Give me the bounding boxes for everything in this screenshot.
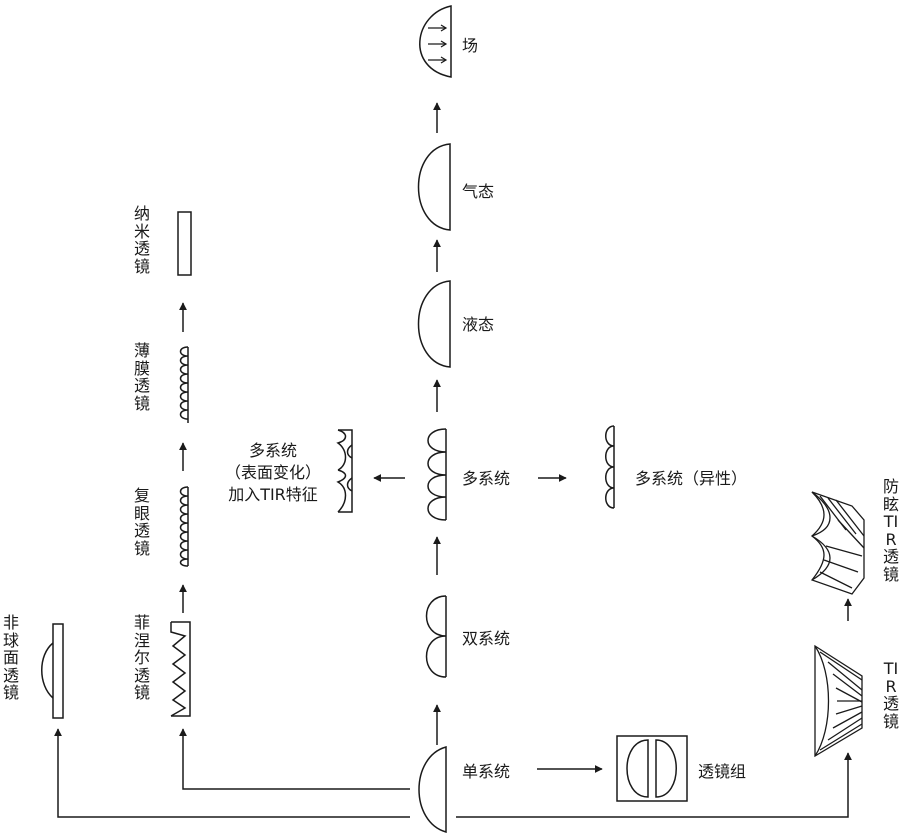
multi-system-surface-lens-shape: [336, 429, 353, 513]
gas-lens-shape: [417, 143, 451, 231]
thin-film-lens-shape: [179, 346, 189, 423]
tir-lens-label: TIR透镜: [882, 659, 899, 731]
multi-system-surface-label-line3: 加入TIR特征: [228, 485, 318, 504]
field-arrows-icon: [428, 24, 448, 64]
multi-system-label: 多系统: [462, 469, 511, 488]
anti-glare-tir-lens-label: 防眩TIR透镜: [882, 477, 899, 584]
field-lens-shape: [419, 5, 452, 78]
anti-glare-tir-lens-shape: [810, 491, 865, 595]
tir-lens-shape: [814, 644, 863, 758]
aspheric-lens-shape: [41, 623, 64, 719]
liquid-label: 液态: [462, 315, 495, 334]
branch-to-aspheric: [54, 728, 410, 818]
compound-eye-lens-label: 复眼透镜: [133, 486, 150, 558]
multi-system-surface-label-line1: 多系统: [248, 441, 297, 460]
branch-to-fresnel: [179, 728, 410, 790]
multi-system-surface-label-line2: （表面变化）: [224, 463, 321, 482]
single-system-lens-shape: [418, 746, 447, 833]
aspheric-lens-label: 非球面透镜: [2, 613, 19, 702]
dual-system-label: 双系统: [462, 629, 511, 648]
gas-label: 气态: [462, 182, 495, 201]
lens-group-label: 透镜组: [698, 762, 747, 781]
field-label: 场: [462, 36, 479, 55]
compound-eye-lens-shape: [179, 486, 189, 567]
fresnel-lens-shape: [170, 621, 191, 717]
nano-lens-label: 纳米透镜: [133, 204, 150, 276]
nano-lens-shape: [177, 211, 192, 276]
fresnel-lens-label: 菲涅尔透镜: [133, 613, 150, 702]
branch-to-tir: [456, 752, 852, 818]
thin-film-lens-label: 薄膜透镜: [133, 341, 150, 413]
multi-system-lens-shape: [427, 428, 447, 521]
single-system-label: 单系统: [462, 762, 511, 781]
dual-system-lens-shape: [425, 595, 447, 678]
multi-system-anisotropic-lens-shape: [605, 425, 615, 509]
liquid-lens-shape: [417, 280, 451, 368]
lens-group-shape: [616, 735, 688, 802]
multi-system-anisotropic-label: 多系统（异性）: [635, 469, 748, 488]
